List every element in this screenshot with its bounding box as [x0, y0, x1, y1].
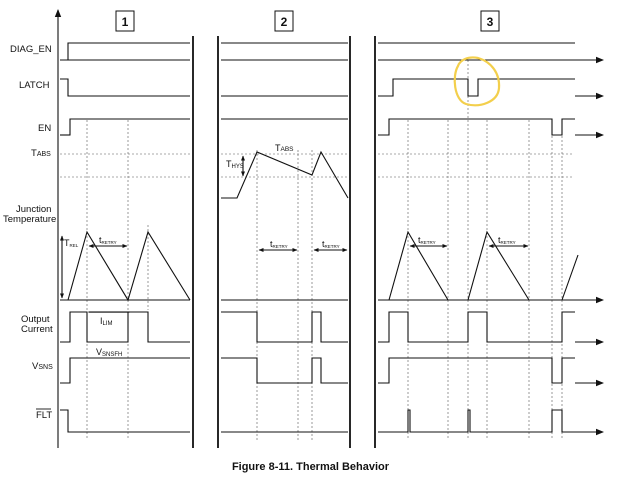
p3-flt: [378, 409, 575, 433]
annot-tretry-p2-2: tRETRY: [322, 239, 340, 249]
p1-junction-temp: [60, 230, 191, 302]
p3-en: [378, 118, 575, 136]
annotations: TREL tRETRY ILIM VSNSFH THYS TABS tRETRY…: [64, 143, 516, 358]
svg-text:2: 2: [281, 15, 288, 29]
figure-caption: Figure 8-11. Thermal Behavior: [231, 461, 390, 473]
annot-trel: TREL: [64, 238, 79, 248]
p1-en: [60, 118, 190, 136]
p2-output-current: [221, 311, 348, 343]
label-diag-en: DIAG_EN: [10, 44, 52, 55]
label-flt: FLT: [36, 410, 52, 421]
p3-output-current: [378, 311, 575, 343]
annot-tretry-p1: tRETRY: [99, 235, 117, 245]
latch-highlight-circle: [453, 56, 501, 107]
panel-2-waveforms: [221, 42, 349, 433]
panel-number-1: 1: [115, 10, 135, 32]
p3-vsns: [378, 357, 575, 384]
label-latch: LATCH: [19, 80, 50, 91]
annot-vsnsfh: VSNSFH: [96, 347, 122, 358]
label-temperature: Temperature: [3, 214, 56, 225]
p2-vsns: [221, 357, 348, 384]
panel-number-3: 3: [480, 10, 500, 32]
annot-tabs-p2: TABS: [275, 143, 294, 153]
annot-thys: THYS: [226, 159, 244, 170]
label-junction: Junction: [16, 204, 51, 215]
p2-junction-temp: [221, 150, 349, 199]
panel-number-2: 2: [274, 10, 294, 32]
annot-tretry-p3-1: tRETRY: [418, 235, 436, 245]
label-en: EN: [38, 123, 51, 134]
svg-text:1: 1: [122, 15, 129, 29]
signal-arrows: [60, 56, 604, 436]
p1-output-current: [60, 311, 190, 343]
guide-lines: [60, 60, 572, 440]
annot-ilim: ILIM: [100, 316, 113, 327]
p1-flt: [60, 409, 190, 433]
p1-latch: [60, 78, 190, 97]
annot-tretry-p2-1: tRETRY: [270, 239, 288, 249]
signal-labels: DIAG_EN LATCH EN TABS Junction Temperatu…: [3, 44, 56, 421]
panel-1-waveforms: [60, 42, 191, 433]
label-vsns: VSNS: [32, 361, 53, 372]
panel-3-waveforms: [378, 42, 579, 433]
p1-diag-en: [60, 42, 190, 61]
label-current: Current: [21, 324, 53, 335]
annot-tretry-p3-2: tRETRY: [498, 235, 516, 245]
p1-vsns: [60, 357, 190, 384]
label-tabs: TABS: [31, 148, 51, 159]
label-output: Output: [21, 314, 50, 325]
p3-latch: [378, 78, 575, 97]
svg-text:3: 3: [487, 15, 494, 29]
